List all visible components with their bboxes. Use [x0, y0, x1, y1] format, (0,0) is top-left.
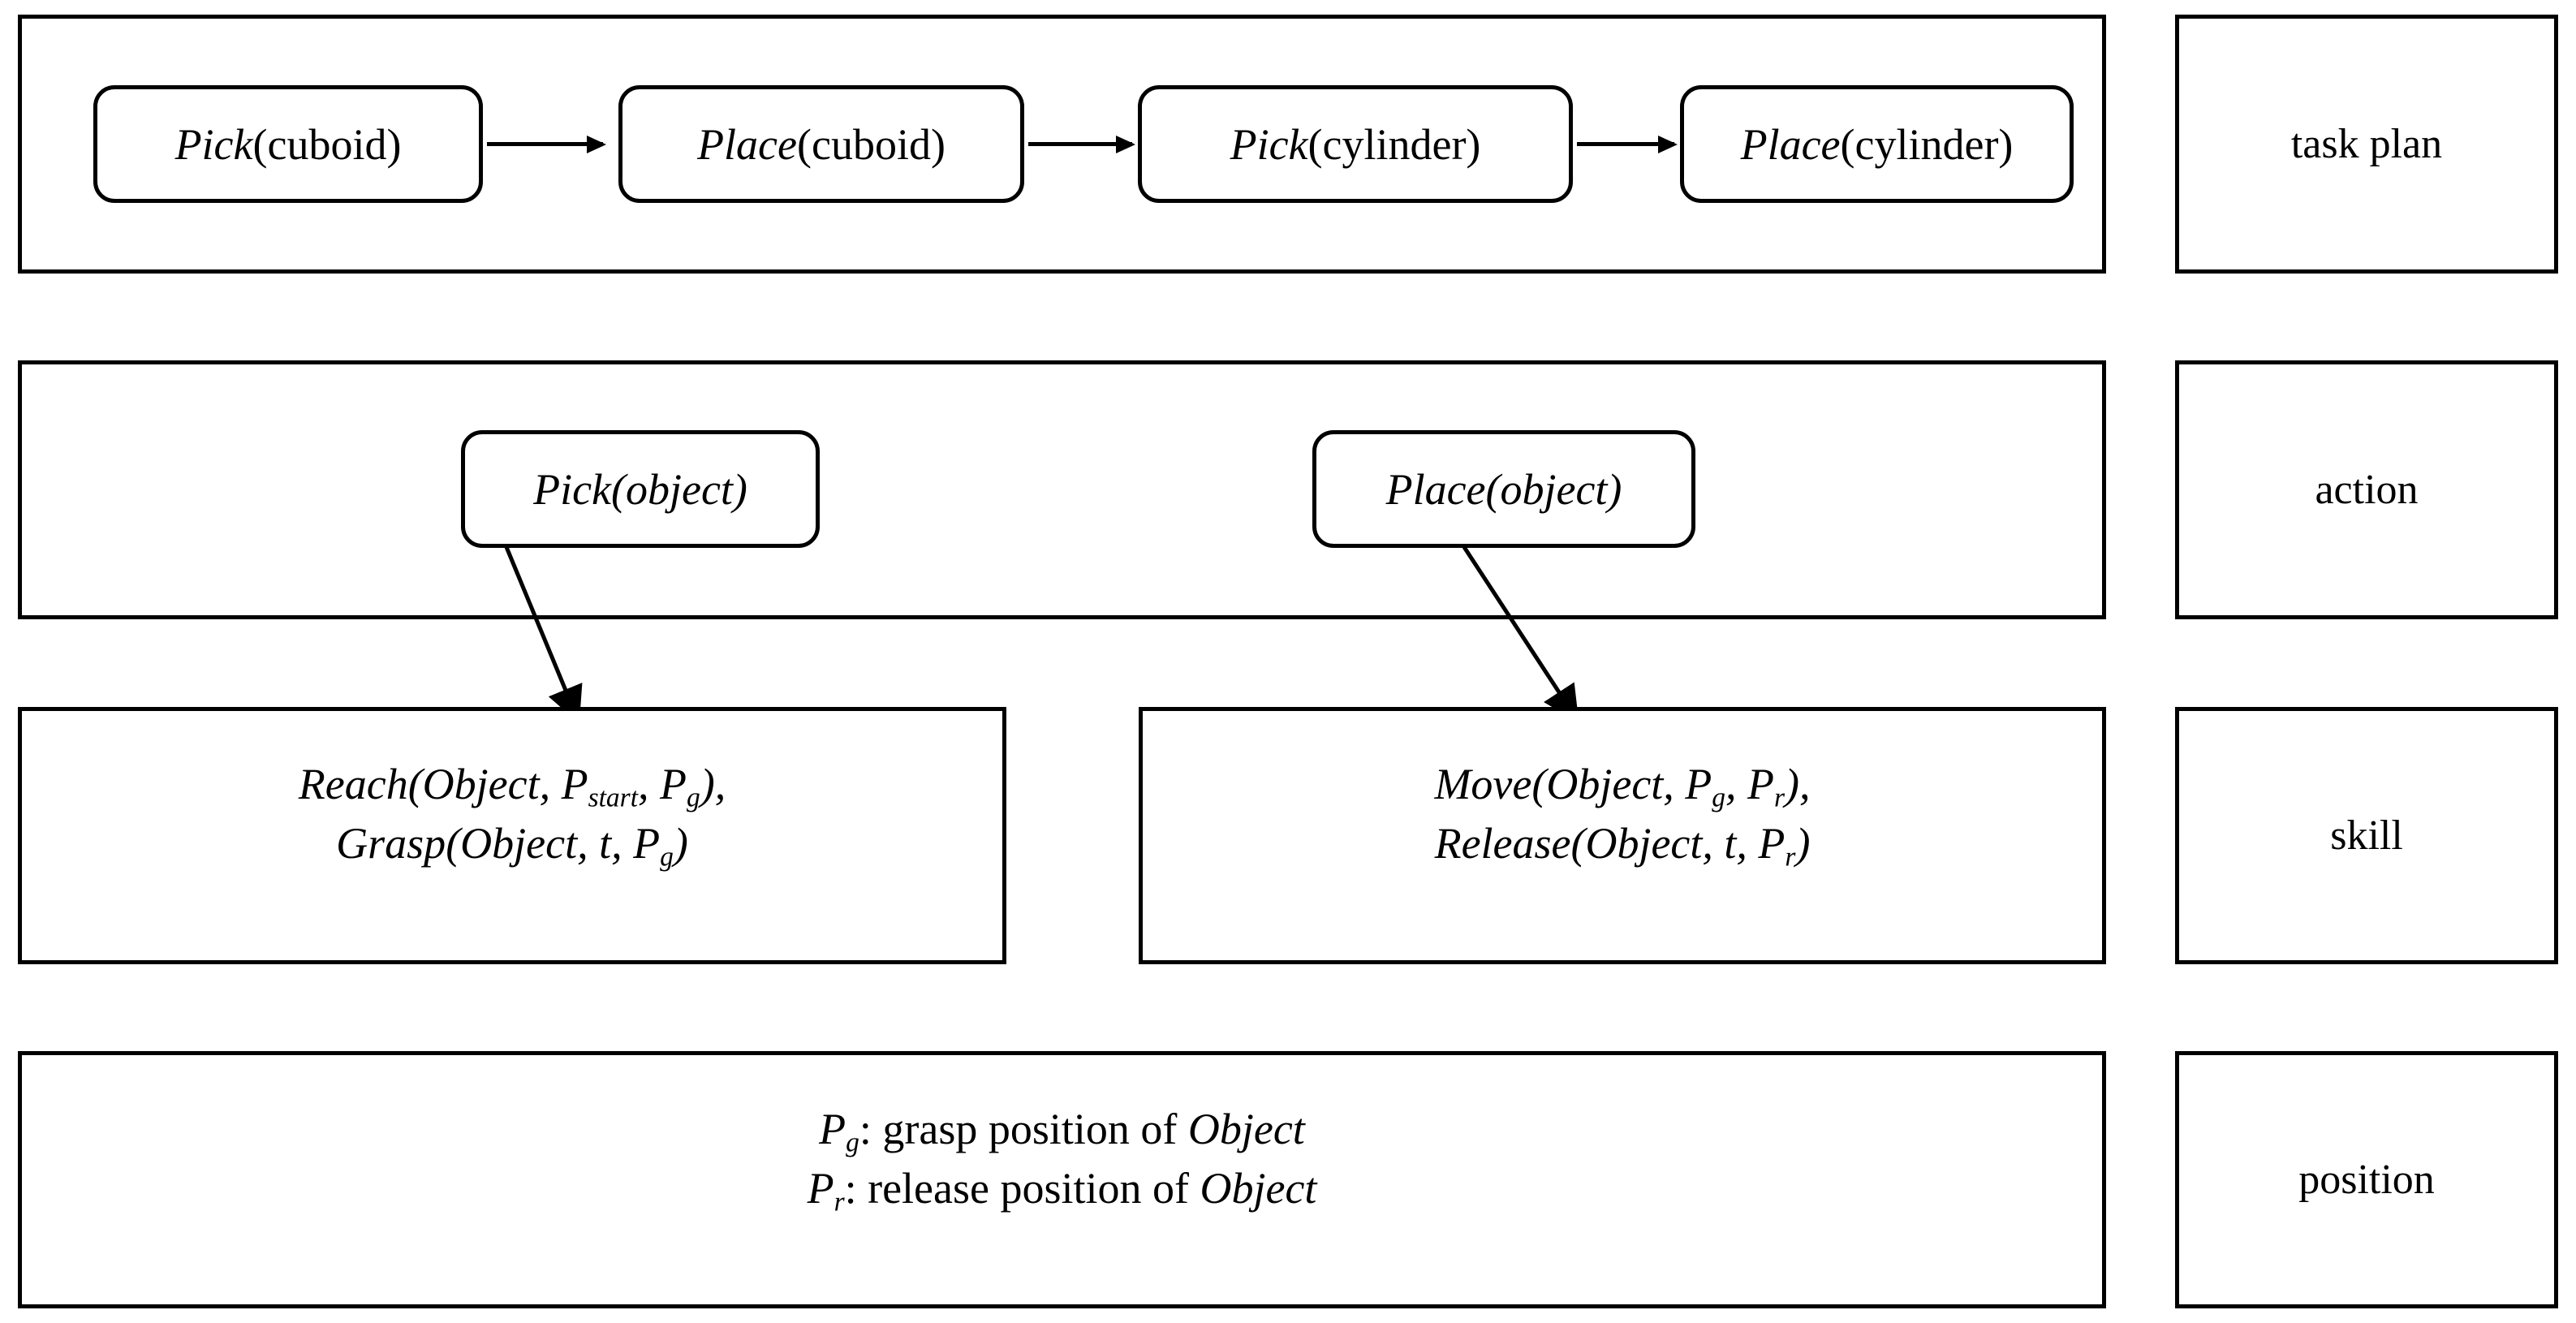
skill-right-line-1: Move(Object, Pg, Pr),	[1434, 760, 1811, 813]
row-label-text: position	[2298, 1156, 2435, 1203]
node-function-name: Pick	[1230, 119, 1308, 169]
row-label-text: task plan	[2290, 120, 2443, 167]
task-plan-arrow-1	[487, 142, 603, 146]
task-plan-node-place-cylinder[interactable]: Place(cylinder)	[1680, 85, 2074, 203]
node-function-signature: Place(object)	[1385, 464, 1622, 514]
position-definitions: Pg: grasp position of Object Pr: release…	[18, 1100, 2106, 1218]
node-argument: (cuboid)	[797, 119, 946, 169]
action-to-skill-arrow-right	[1462, 545, 1579, 723]
row-label-task-plan: task plan	[2175, 15, 2558, 274]
skill-left-line-2: Grasp(Object, t, Pg)	[336, 818, 688, 873]
row-label-position: position	[2175, 1051, 2558, 1308]
position-panel	[18, 1051, 2106, 1308]
row-label-skill: skill	[2175, 707, 2558, 964]
task-plan-arrow-2	[1028, 142, 1132, 146]
node-argument: (cylinder)	[1840, 119, 2014, 169]
node-function-name: Pick	[174, 119, 253, 169]
task-plan-node-pick-cylinder[interactable]: Pick(cylinder)	[1138, 85, 1573, 203]
skill-right-text: Move(Object, Pg, Pr), Release(Object, t,…	[1139, 755, 2106, 873]
position-definition-release: Pr: release position of Object	[807, 1163, 1317, 1217]
skill-left-line-1: Reach(Object, Pstart, Pg),	[298, 760, 726, 813]
skill-panel-right	[1139, 707, 2106, 964]
action-node-pick[interactable]: Pick(object)	[461, 430, 820, 548]
node-function-signature: Pick(object)	[533, 464, 747, 514]
row-label-text: skill	[2330, 812, 2403, 859]
position-definition-grasp: Pg: grasp position of Object	[819, 1105, 1305, 1158]
task-plan-node-place-cuboid[interactable]: Place(cuboid)	[618, 85, 1024, 203]
skill-right-line-2: Release(Object, t, Pr)	[1434, 818, 1811, 873]
action-panel	[18, 360, 2106, 619]
task-plan-node-pick-cuboid[interactable]: Pick(cuboid)	[93, 85, 483, 203]
task-plan-arrow-3	[1577, 142, 1674, 146]
row-label-text: action	[2315, 466, 2419, 513]
node-argument: (cylinder)	[1307, 119, 1481, 169]
row-label-action: action	[2175, 360, 2558, 619]
skill-left-text: Reach(Object, Pstart, Pg), Grasp(Object,…	[18, 755, 1006, 873]
node-function-name: Place	[1740, 119, 1841, 169]
action-node-place[interactable]: Place(object)	[1312, 430, 1695, 548]
node-argument: (cuboid)	[252, 119, 402, 169]
action-to-skill-arrow-left	[504, 546, 583, 724]
node-function-name: Place	[697, 119, 797, 169]
skill-panel-left	[18, 707, 1006, 964]
